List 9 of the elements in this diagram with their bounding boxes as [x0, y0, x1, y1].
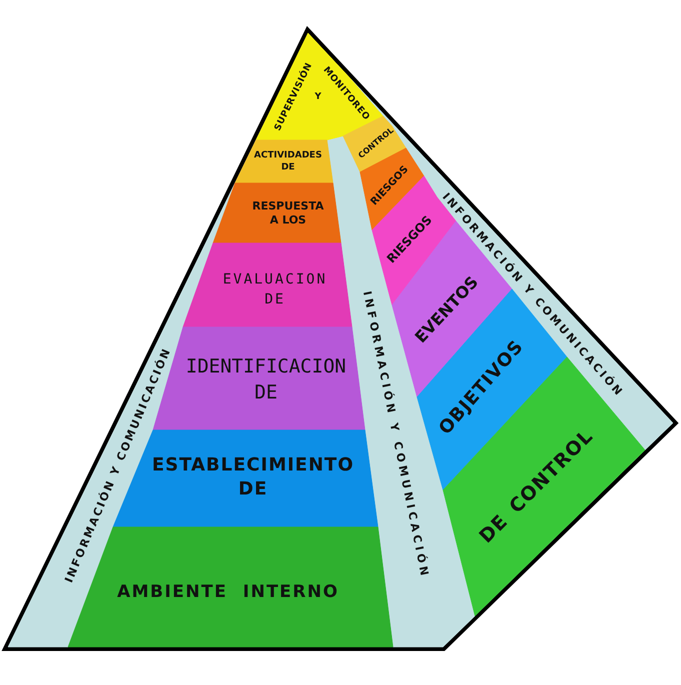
layer-label: AMBIENTE INTERNO	[117, 583, 339, 603]
layer-label: IDENTIFICACION DE	[184, 354, 348, 405]
pyramid-layer	[235, 140, 333, 183]
layer-label: Y	[314, 92, 322, 102]
layer-label: RESPUESTA A LOS	[251, 200, 325, 228]
pyramid-layer	[183, 243, 352, 327]
pyramid-layer	[213, 183, 341, 243]
layer-label: ACTIVIDADES DE	[253, 150, 323, 174]
layer-label: EVALUACION DE	[222, 270, 328, 309]
